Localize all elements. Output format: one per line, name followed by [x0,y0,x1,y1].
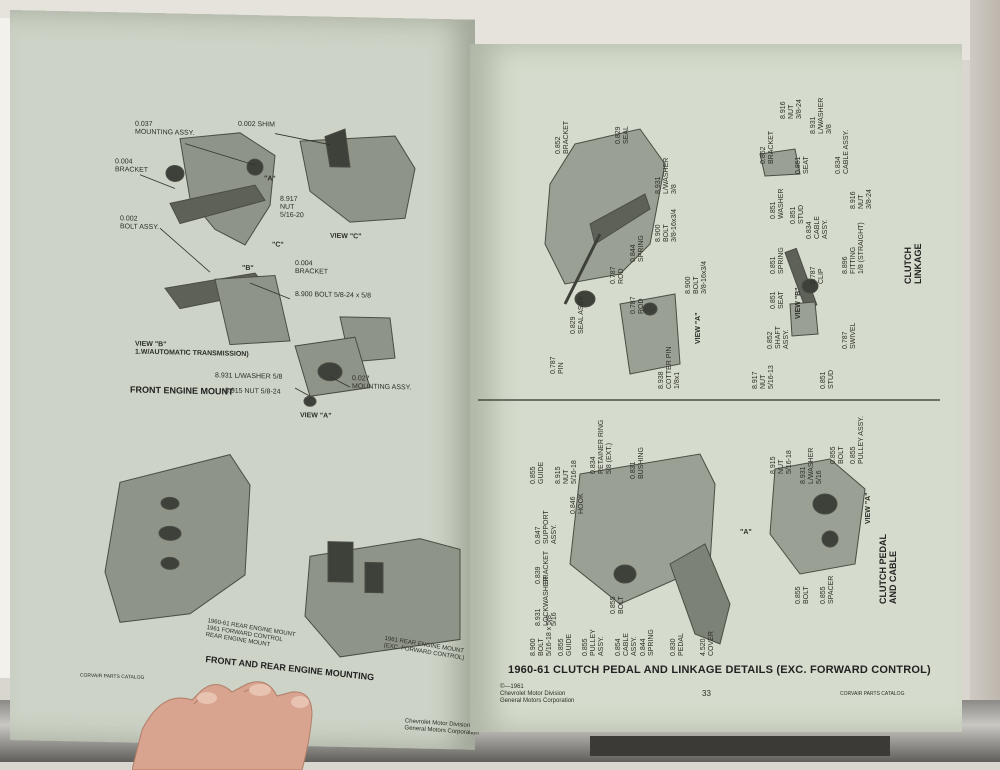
lower-callout: 0.855 PULLEY ASSY. [582,629,605,656]
lower-callout: 8.915 NUT 5/16-18 [555,460,578,484]
table-edge-strip [590,736,890,756]
upper-callout: 8.896 FITTING 1/8 (STRAIGHT) [842,222,865,274]
upper-callout: 0.787 CLIP [810,266,825,284]
left-page: 0.037 MOUNTING ASSY. 0.002 SHIM 0.004 BR… [10,10,479,750]
right-page-illustrations [478,128,940,645]
upper-callout: 0.852 SHAFT ASSY. [767,326,790,349]
hand-image [132,681,313,770]
upper-callout: VIEW "A" [695,312,702,344]
heading-main-title: 1960-61 CLUTCH PEDAL AND LINKAGE DETAILS… [508,664,931,676]
upper-callout: 0.852 BRACKET [555,120,570,154]
lower-callout: 0.844 SPRING [640,629,655,656]
upper-callout: 0.787 PIN [550,356,565,374]
callout-bolt-900: 8.900 BOLT 5/8-24 x 5/8 [295,290,372,300]
label-c: "C" [272,241,284,249]
callout-shim: 0.002 SHIM [238,120,275,129]
label-a: "A" [264,175,276,183]
right-footer-copyright: ©—1961 Chevrolet Motor Division General … [500,684,575,704]
lower-callout: VIEW "A" [865,492,872,524]
view-b-label: VIEW "B" 1.W/AUTOMATIC TRANSMISSION) [135,340,249,358]
left-page-illustrations [104,128,461,658]
lower-callout: 0.855 SPACER [820,575,835,604]
callout-bolt-assy: 0.002 BOLT ASSY. [120,215,159,232]
lower-callout: 0.855 BOLT [795,586,810,604]
upper-callout: 8.931 L/WASHER 3/8 [655,157,678,194]
clutch-linkage-drawing [544,128,666,285]
upper-callout: 8.938 COTTER PIN 1/8x1 [658,346,681,389]
lower-callout: 0.831 BUSHING [630,447,645,479]
upper-callout: 8.900 BOLT 3/8-16x3/4 [655,208,678,242]
upper-callout: 8.916 NUT 3/8-24 [850,189,873,209]
heading-clutch-pedal-cable: CLUTCH PEDAL AND CABLE [878,534,898,604]
upper-callout: 0.787 ROD [610,266,625,284]
lower-callout: 4.520 COVER [700,631,715,656]
callout-lwasher: 8.931 L/WASHER 5/8 [215,372,283,381]
lower-callout: 0.834 RETAINER RING 5/8 (EXT.) [590,419,613,474]
callout-mounting-assy-top: 0.037 MOUNTING ASSY. [135,120,195,137]
lower-callout: 0.855 BOLT [610,596,625,614]
upper-callout: 0.851 SEAT [795,156,810,174]
upper-callout: 0.787 ROD [630,296,645,314]
upper-callout: 0.851 WASHER [770,188,785,219]
upper-callout: 0.851 SPRING [770,247,785,274]
view-c-drawing [299,135,416,223]
heading-front-engine-mount: FRONT ENGINE MOUNT [130,384,234,397]
upper-callout: 0.851 SEAT [770,291,785,309]
page-number: 33 [702,689,711,698]
upper-callout: 0.844 SPRING [630,235,645,262]
upper-callout: 8.931 L/WASHER 3/8 [810,97,833,134]
lower-callout: 0.855 GUIDE [558,633,573,656]
upper-callout: VIEW "B" [795,287,802,319]
view-c-label: VIEW "C" [330,232,362,241]
upper-callout: 0.829 SEAL [615,126,630,144]
lower-callout: 0.855 BOLT [830,446,845,464]
callout-bracket-top: 0.004 BRACKET [115,158,149,174]
callout-mounting-assy-027: 0.027 MOUNTING ASSY. [352,375,412,392]
upper-callout: 0.834 CABLE ASSY. [806,216,829,239]
callout-bracket-mid: 0.004 BRACKET [295,259,329,276]
lower-callout: 0.854 CABLE ASSY. [615,633,638,656]
lower-callout: 0.847 SUPPORT ASSY. [535,510,558,544]
lower-callout: 0.830 PEDAL [670,633,685,656]
lower-callout: 0.846 HOOK [570,493,585,514]
heading-clutch-linkage: CLUTCH LINKAGE [903,243,923,285]
upper-callout: 0.852 BRACKET [760,130,775,164]
view-a-linkage-drawing [619,293,681,375]
upper-callout: 8.916 NUT 3/8-24 [780,99,803,119]
upper-callout: 0.851 STUD [790,204,805,224]
lower-callout: 8.915 NUT 5/16-18 [770,450,793,474]
callout-nut-917: 8.917 NUT 5/16-20 [280,195,304,220]
upper-callout: 8.917 NUT 5/16-13 [752,365,775,389]
view-a-label: VIEW "A" [300,412,332,420]
backdrop-right [970,0,1000,762]
lower-callout: "A" [740,529,752,536]
lower-callout: 0.855 GUIDE [530,461,545,484]
lower-callout: 8.931 L/WASHER 5/16 [800,447,823,484]
upper-callout: 0.829 SEAL ASSY. [570,295,585,334]
upper-callout: 0.851 STUD [820,369,835,389]
lower-callout: 8.900 BOLT 5/16-18 x 5/8 [530,615,553,656]
lower-callout: 0.855 PULLEY ASSY. [850,416,865,464]
upper-callout: 8.900 BOLT 3/8-16x3/4 [685,260,708,294]
right-footer-catalog: CORVAIR PARTS CATALOG [840,691,905,697]
upper-callout: 0.834 CABLE ASSY. [835,129,850,174]
upper-callout: 0.787 SWIVEL [842,322,857,349]
right-page: CLUTCH LINKAGE CLUTCH PEDAL AND CABLE 19… [470,44,962,732]
label-b: "B" [242,264,254,273]
clutch-pedal-cable-drawing [769,458,866,575]
engine-bracket-drawing [179,132,276,246]
